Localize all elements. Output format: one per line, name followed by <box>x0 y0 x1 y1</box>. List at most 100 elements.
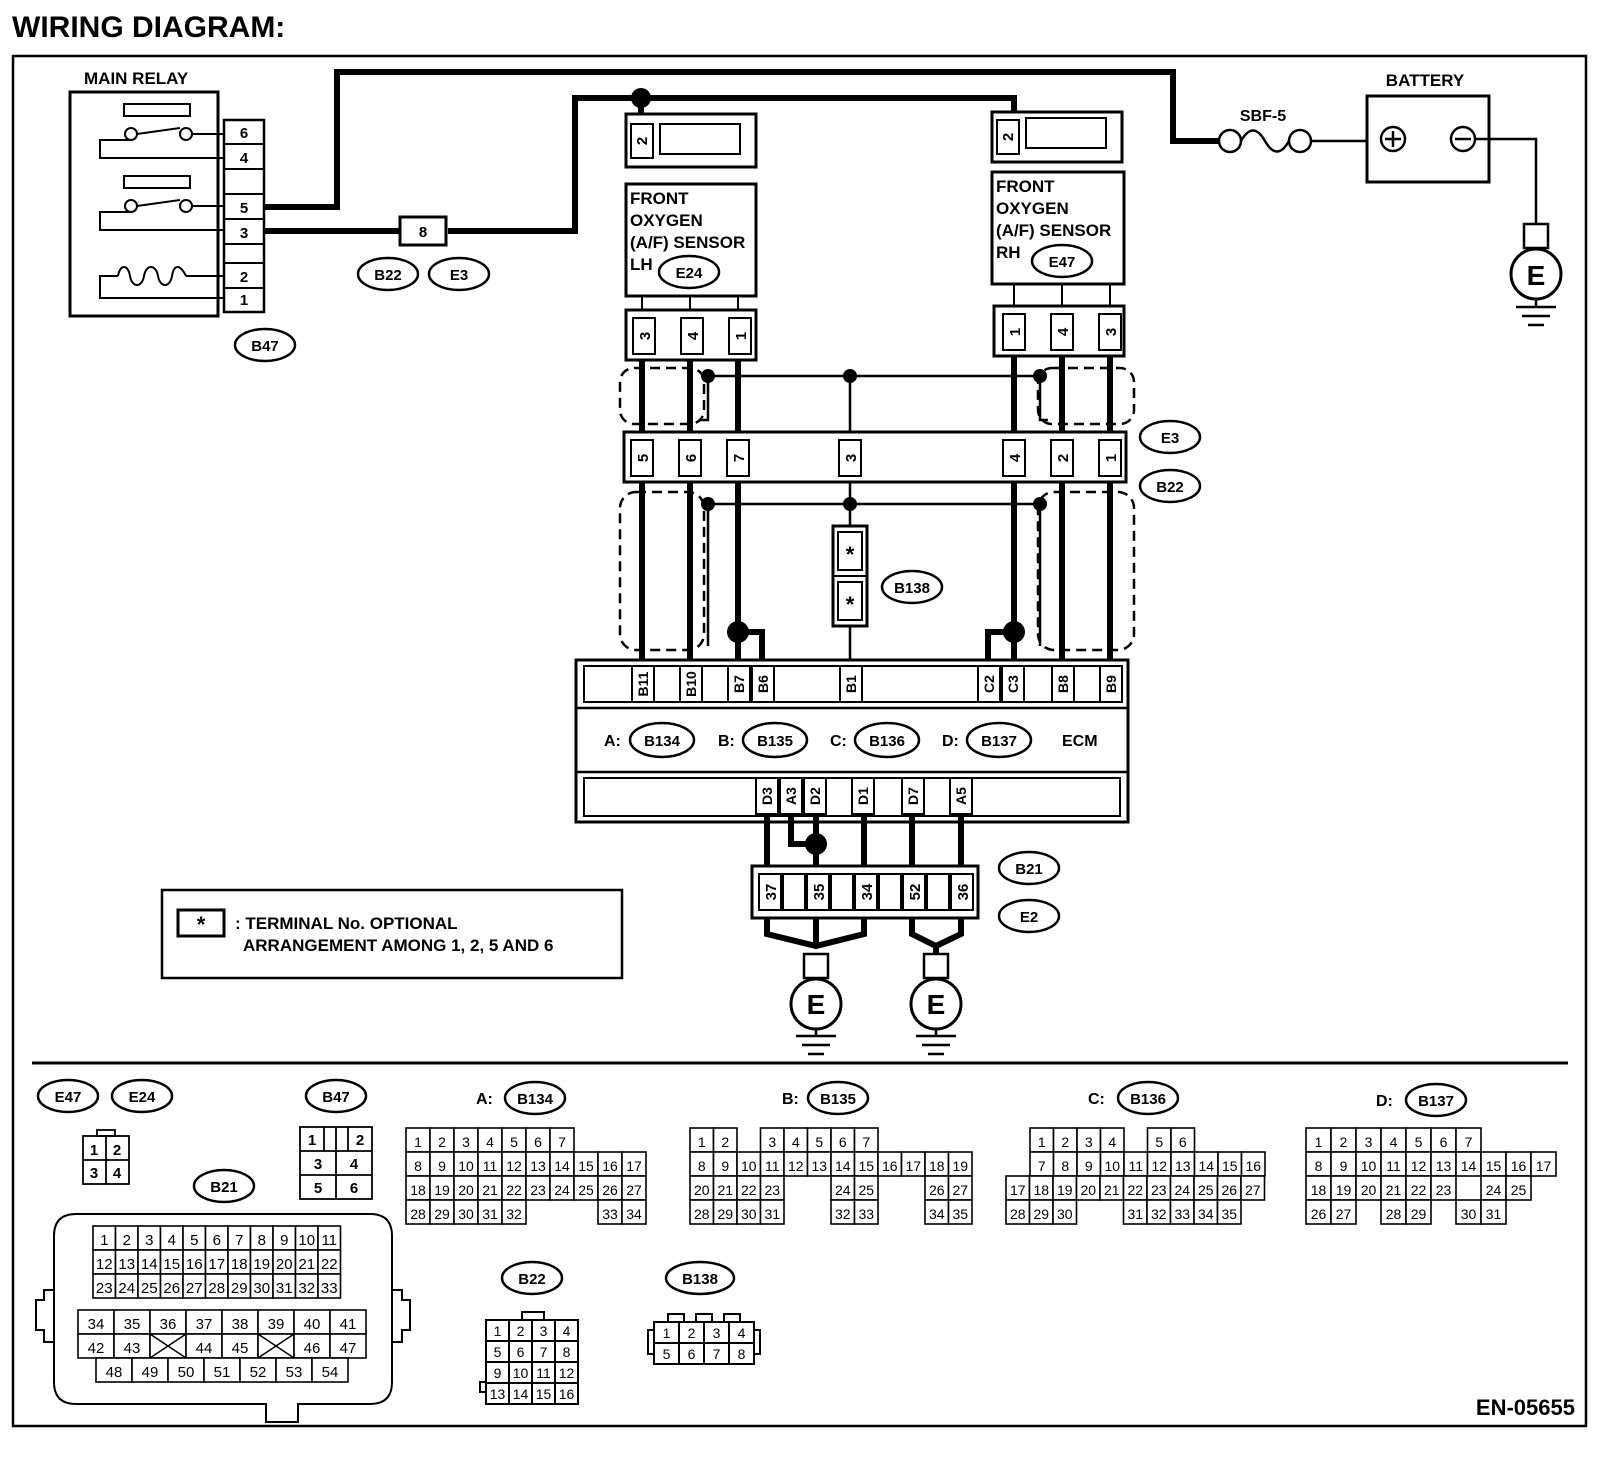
sensor-lh-line2: OXYGEN <box>630 211 703 230</box>
b47-pin: 4 <box>350 1156 359 1173</box>
pin-number: 16 <box>1511 1158 1527 1174</box>
pin-number: 48 <box>106 1364 123 1381</box>
pin-number: 2 <box>1340 1134 1348 1150</box>
pin-number: 3 <box>1365 1134 1373 1150</box>
pin-cell <box>1430 1151 1457 1177</box>
pin-cell <box>453 1199 479 1225</box>
pin-cell <box>405 1151 431 1177</box>
junction-pin: 2 <box>1055 454 1072 462</box>
connector-label-e24: E24 <box>676 265 703 282</box>
pin-cell <box>239 1357 277 1383</box>
pin-cell <box>853 1199 879 1225</box>
pin-number: 40 <box>304 1316 321 1333</box>
pin-number: 52 <box>250 1364 267 1381</box>
connector-label-b138: B138 <box>682 1271 718 1288</box>
view-prefix: A: <box>476 1091 493 1108</box>
ground-symbol: E <box>1527 260 1546 291</box>
ecm-pin: D1 <box>855 787 871 805</box>
ecm-pin: B7 <box>731 675 747 693</box>
pin-number: 33 <box>1174 1206 1190 1222</box>
b47-pin: 1 <box>308 1132 316 1149</box>
pin-number: 10 <box>1361 1158 1377 1174</box>
pin-cell <box>311 1357 349 1383</box>
pin-cell <box>1405 1199 1432 1225</box>
pin-number: 26 <box>1221 1182 1237 1198</box>
pin-cell <box>453 1127 479 1153</box>
pin-number: 24 <box>554 1182 570 1198</box>
pin-number: 30 <box>1057 1206 1073 1222</box>
connector-label-e3: E3 <box>1161 430 1179 447</box>
pin-number: 21 <box>482 1182 498 1198</box>
pin-number: 20 <box>694 1182 710 1198</box>
note-line2: ARRANGEMENT AMONG 1, 2, 5 AND 6 <box>243 936 553 955</box>
pin-cell <box>167 1357 205 1383</box>
pin-number: 17 <box>208 1256 225 1273</box>
pin-cell <box>405 1175 431 1201</box>
ecm-pin: B11 <box>635 671 651 696</box>
ground-connector-pin: 52 <box>907 884 924 901</box>
pin-number: 1 <box>494 1323 502 1339</box>
pin-number: 16 <box>1245 1158 1261 1174</box>
pin-number: 20 <box>1080 1182 1096 1198</box>
pin-number: 50 <box>178 1364 195 1381</box>
pin-number: 32 <box>1151 1206 1167 1222</box>
pin-number: 24 <box>835 1182 851 1198</box>
junction-pin: 7 <box>731 454 748 462</box>
sensor-lh-line1: FRONT <box>630 189 689 208</box>
ecm-pin: D2 <box>807 787 823 805</box>
pin-number: 2 <box>517 1323 525 1339</box>
ground-symbol: E <box>807 989 826 1020</box>
pin-number: 32 <box>298 1280 315 1297</box>
pin-number: 12 <box>96 1256 113 1273</box>
pin-number: 21 <box>1386 1182 1402 1198</box>
pin-number: 7 <box>1465 1134 1473 1150</box>
ecm-pin: B1 <box>843 675 859 693</box>
pin-number: 14 <box>1198 1158 1214 1174</box>
ecm-connector-prefix: C: <box>830 733 847 750</box>
pin-number: 28 <box>208 1280 225 1297</box>
sensor-rh-pin: 4 <box>1055 327 1072 336</box>
pin-number: 33 <box>858 1206 874 1222</box>
pin-cell <box>221 1333 259 1359</box>
pin-number: 15 <box>858 1158 874 1174</box>
figure-id: EN-05655 <box>1476 1395 1575 1420</box>
junction-connector: 5 6 7 3 4 2 1 E3 B22 <box>622 419 1202 504</box>
pin-number: 42 <box>88 1340 105 1357</box>
pin-number: 8 <box>563 1344 571 1360</box>
pin-number: 9 <box>1340 1158 1348 1174</box>
pin-number: 33 <box>321 1280 338 1297</box>
pin-number: 31 <box>276 1280 293 1297</box>
pin-number: 10 <box>1104 1158 1120 1174</box>
junction-pin: 6 <box>683 454 700 462</box>
pin-number: 18 <box>231 1256 248 1273</box>
connector-label-b136: B136 <box>1130 1091 1166 1108</box>
sensor-rh-pin: 3 <box>1103 328 1120 336</box>
pin-cell <box>1505 1175 1532 1201</box>
pin-number: 33 <box>602 1206 618 1222</box>
view-prefix: D: <box>1376 1093 1393 1110</box>
pin-cell <box>728 1342 755 1365</box>
pin-number: 34 <box>1198 1206 1214 1222</box>
pin-number: 34 <box>88 1316 105 1333</box>
connector-label-b135: B135 <box>757 733 793 750</box>
blank-cell-mark <box>149 1333 187 1359</box>
pin-number: 11 <box>765 1158 780 1174</box>
pin-number: 27 <box>1245 1182 1261 1198</box>
connector-label-b21: B21 <box>210 1179 238 1196</box>
optional-pin-symbol: * <box>846 542 855 567</box>
sensor-lh-pin: 4 <box>685 331 702 340</box>
pin-number: 12 <box>506 1158 522 1174</box>
pin-number: 17 <box>1010 1182 1026 1198</box>
connector-label-b22: B22 <box>518 1271 546 1288</box>
pin-number: 15 <box>1486 1158 1502 1174</box>
pin-number: 24 <box>118 1280 135 1297</box>
pin-number: 46 <box>304 1340 321 1357</box>
pin-cell <box>203 1357 241 1383</box>
shield-drain-wires <box>700 374 1048 666</box>
pin-number: 22 <box>1127 1182 1143 1198</box>
pin-number: 24 <box>1486 1182 1502 1198</box>
pin-number: 1 <box>698 1134 706 1150</box>
pin-number: 13 <box>811 1158 827 1174</box>
pin-number: 6 <box>213 1232 221 1249</box>
pin-number: 21 <box>1104 1182 1120 1198</box>
